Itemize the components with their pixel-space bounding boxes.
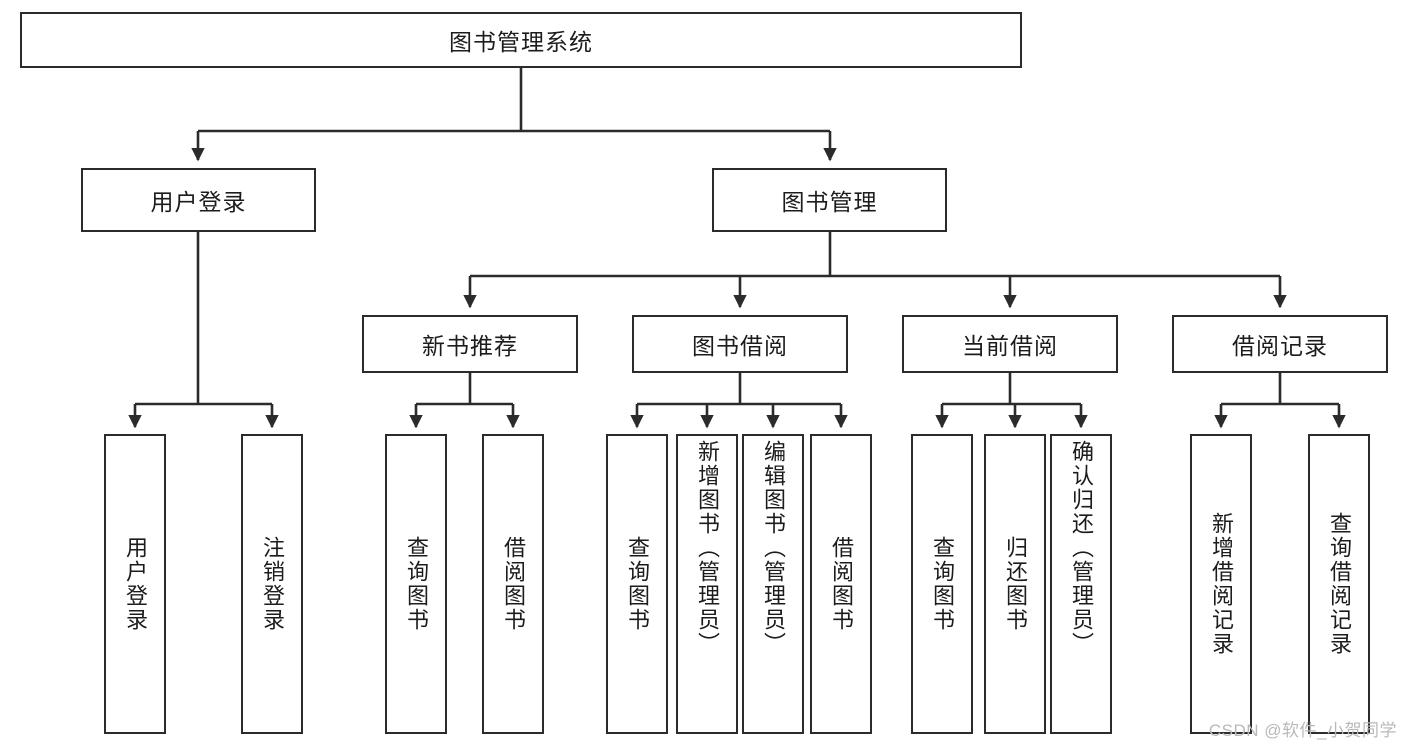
node-leaf-confirm-return[interactable]: 确认归还（管理员） <box>1050 434 1112 734</box>
node-leaf-query-book-3[interactable]: 查询图书 <box>911 434 973 734</box>
node-book-manage[interactable]: 图书管理 <box>712 168 947 232</box>
node-leaf-query-book-2[interactable]: 查询图书 <box>606 434 668 734</box>
node-leaf-borrow-book-1[interactable]: 借阅图书 <box>482 434 544 734</box>
node-leaf-edit-book[interactable]: 编辑图书（管理员） <box>742 434 804 734</box>
node-leaf-return-book[interactable]: 归还图书 <box>984 434 1046 734</box>
node-current-borrow[interactable]: 当前借阅 <box>902 315 1118 373</box>
node-borrow-record[interactable]: 借阅记录 <box>1172 315 1388 373</box>
node-leaf-borrow-book-2[interactable]: 借阅图书 <box>810 434 872 734</box>
node-leaf-add-book[interactable]: 新增图书（管理员） <box>676 434 738 734</box>
node-book-borrow[interactable]: 图书借阅 <box>632 315 848 373</box>
node-user-login[interactable]: 用户登录 <box>81 168 316 232</box>
node-leaf-add-record[interactable]: 新增借阅记录 <box>1190 434 1252 734</box>
watermark-text: CSDN @软件_小贺同学 <box>1208 721 1397 740</box>
node-leaf-user-login[interactable]: 用户登录 <box>104 434 166 734</box>
node-root[interactable]: 图书管理系统 <box>20 12 1022 68</box>
node-new-book-rec[interactable]: 新书推荐 <box>362 315 578 373</box>
node-leaf-query-record[interactable]: 查询借阅记录 <box>1308 434 1370 734</box>
node-leaf-logout-login[interactable]: 注销登录 <box>241 434 303 734</box>
node-leaf-query-book-1[interactable]: 查询图书 <box>385 434 447 734</box>
